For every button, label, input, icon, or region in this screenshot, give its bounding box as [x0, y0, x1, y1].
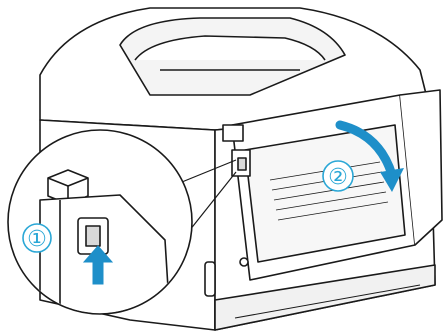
callout-1: ①	[23, 224, 51, 252]
callout-2: ②	[323, 161, 353, 191]
callout-1-label: ①	[27, 227, 47, 252]
callout-2-label: ②	[328, 165, 348, 190]
